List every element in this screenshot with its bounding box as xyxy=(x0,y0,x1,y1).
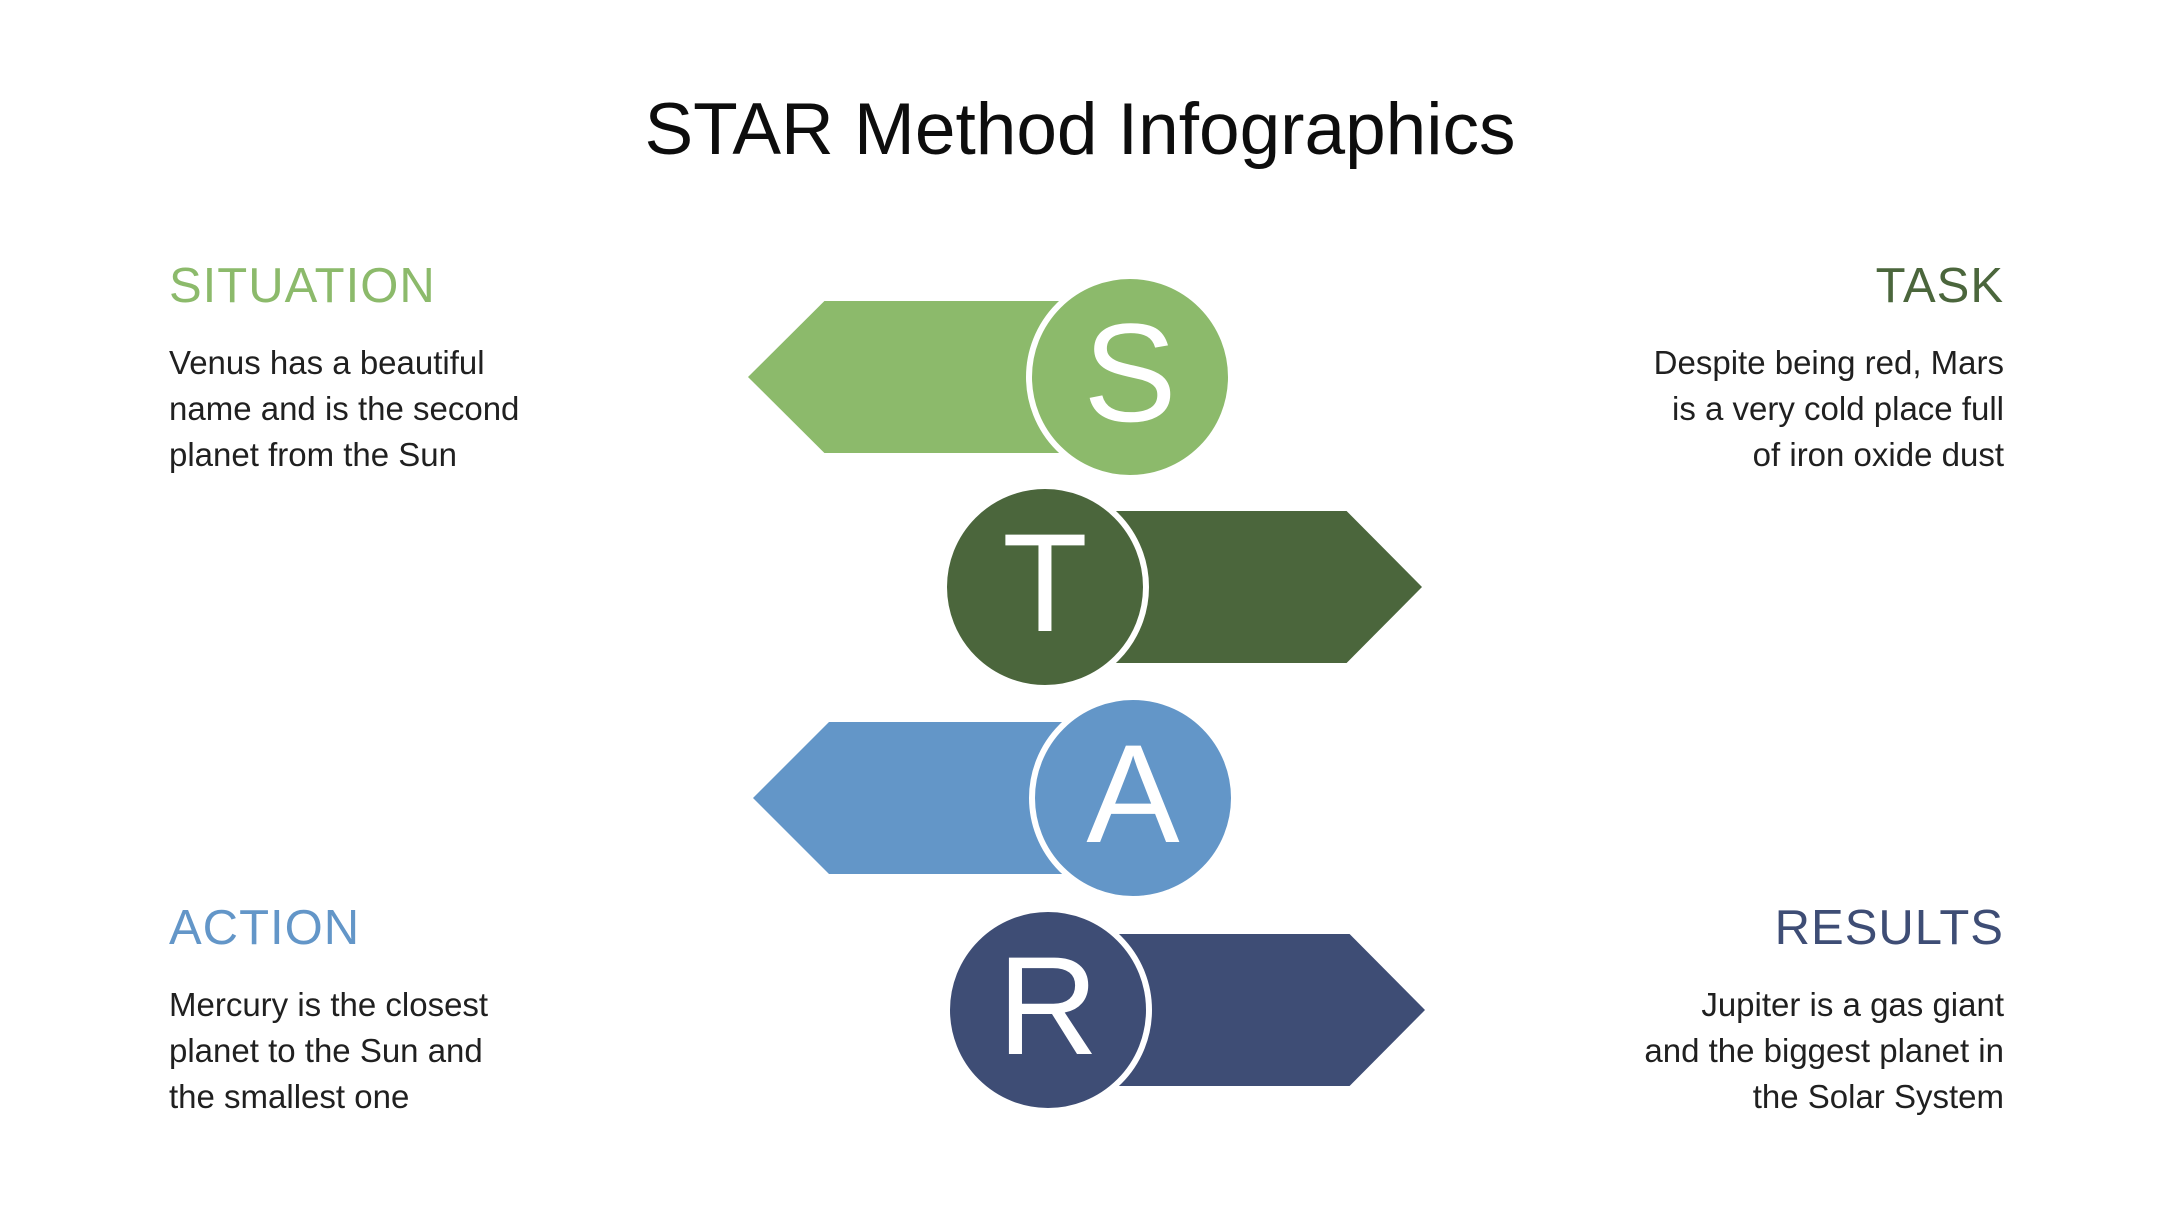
results-circle: R xyxy=(944,906,1152,1114)
section-heading-task: TASK xyxy=(1875,259,2004,313)
action-letter: A xyxy=(1086,715,1180,872)
task-letter: T xyxy=(1002,504,1088,661)
section-action: ACTION Mercury is the closest planet to … xyxy=(169,900,729,1121)
section-heading-results: RESULTS xyxy=(1774,901,2004,955)
task-circle: T xyxy=(941,483,1149,691)
page-title: STAR Method Infographics xyxy=(644,89,1516,170)
section-text-task: Despite being red, Mars is a very cold p… xyxy=(1653,344,2004,474)
results-letter: R xyxy=(997,927,1099,1084)
section-text-situation: Venus has a beautiful name and is the se… xyxy=(169,344,520,474)
section-heading-situation: SITUATION xyxy=(169,259,436,313)
section-situation: SITUATION Venus has a beautiful name and… xyxy=(169,258,729,479)
situation-circle: S xyxy=(1026,273,1234,481)
section-task: TASK Despite being red, Mars is a very c… xyxy=(1444,258,2004,479)
situation-letter: S xyxy=(1083,294,1177,451)
action-circle: A xyxy=(1029,694,1237,902)
section-text-action: Mercury is the closest planet to the Sun… xyxy=(169,986,489,1116)
section-heading-action: ACTION xyxy=(169,901,361,955)
section-text-results: Jupiter is a gas giant and the biggest p… xyxy=(1644,986,2004,1116)
section-results: RESULTS Jupiter is a gas giant and the b… xyxy=(1444,900,2004,1121)
